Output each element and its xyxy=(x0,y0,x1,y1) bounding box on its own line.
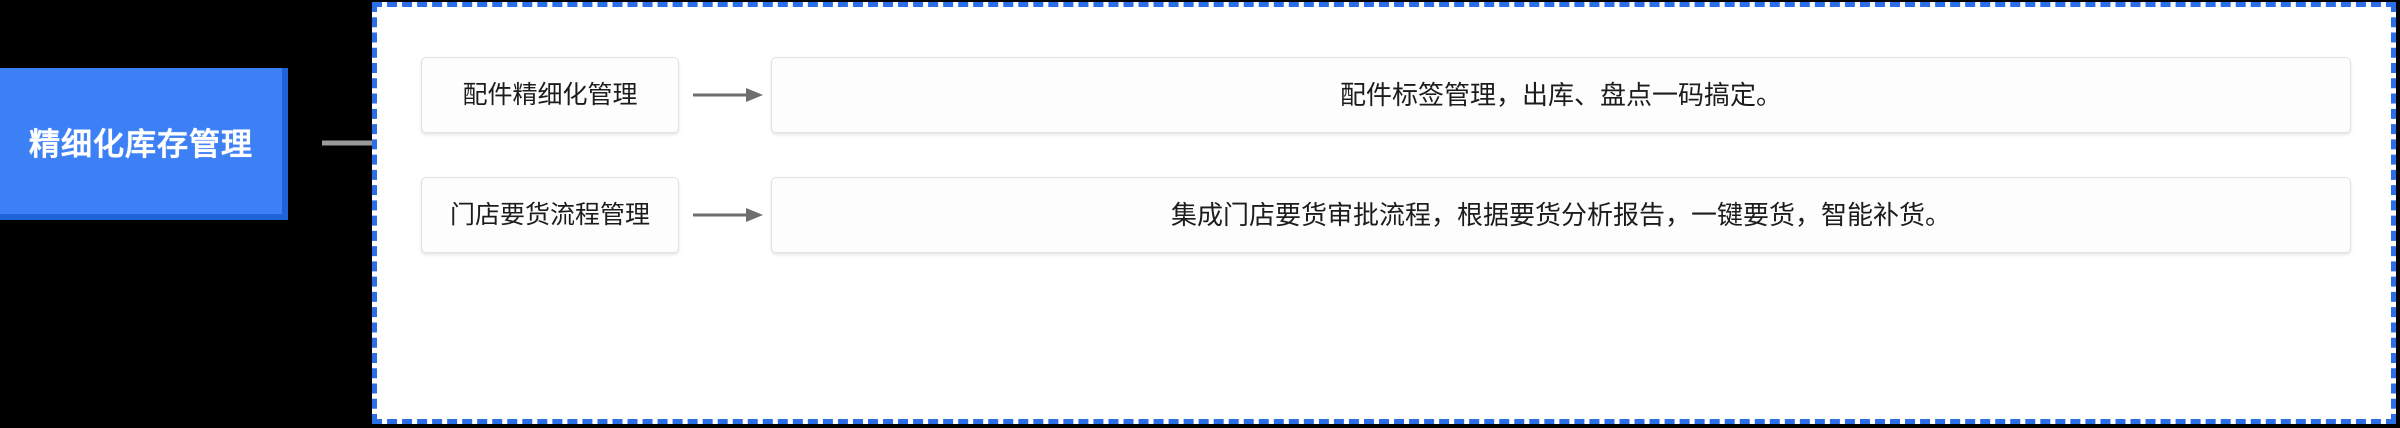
row-description-card[interactable]: 集成门店要货审批流程，根据要货分析报告，一键要货，智能补货。 xyxy=(771,177,2351,253)
primary-node-card[interactable]: 精细化库存管理 xyxy=(0,68,288,220)
row-connector-arrow-icon xyxy=(693,205,763,225)
row-title-label: 门店要货流程管理 xyxy=(449,200,650,229)
detail-panel: 配件精细化管理 配件标签管理，出库、盘点一码搞定。 门店要货流程管理 xyxy=(372,2,2396,424)
row-description-label: 配件标签管理，出库、盘点一码搞定。 xyxy=(1339,80,1782,110)
primary-node-label: 精细化库存管理 xyxy=(29,126,253,162)
row-connector-arrow-icon xyxy=(693,85,763,105)
row-title-card[interactable]: 配件精细化管理 xyxy=(421,57,679,133)
row-description-card[interactable]: 配件标签管理，出库、盘点一码搞定。 xyxy=(771,57,2351,133)
row-description-label: 集成门店要货审批流程，根据要货分析报告，一键要货，智能补货。 xyxy=(1170,200,1951,230)
row-title-card[interactable]: 门店要货流程管理 xyxy=(421,177,679,253)
row-title-label: 配件精细化管理 xyxy=(462,80,638,109)
